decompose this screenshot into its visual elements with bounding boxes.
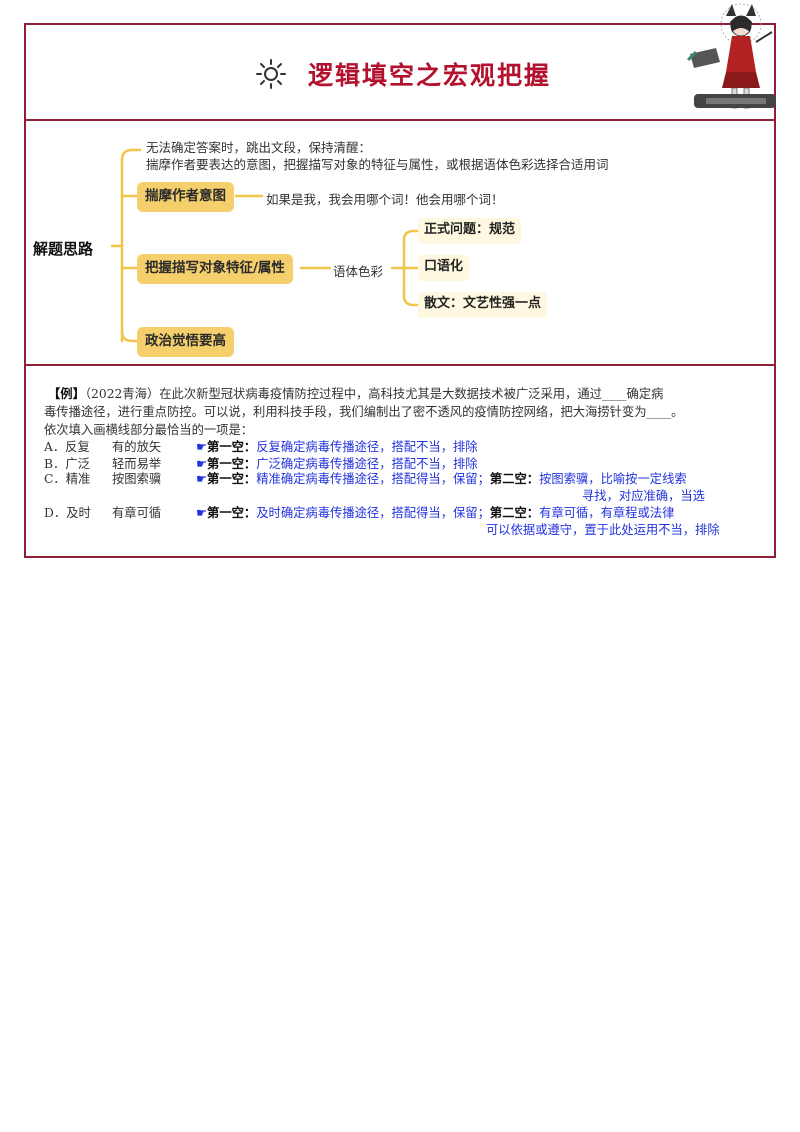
option-a-letter: A．反复 — [44, 440, 90, 454]
option-a-analysis: ☛第一空：反复确定病毒传播途径，搭配不当，排除 — [196, 439, 478, 454]
option-a-word2: 有的放矢 — [112, 440, 162, 454]
mindmap-intro-line2: 揣摩作者要表达的意图，把握描写对象的特征与属性，或根据语体色彩选择合适用词 — [146, 157, 609, 172]
mindmap-intro-line1: 无法确定答案时，跳出文段，保持清醒： — [146, 140, 372, 155]
example-line2: 毒传播途径，进行重点防控。可以说，利用科技手段，我们编制出了密不透风的疫情防控网… — [44, 405, 684, 419]
header-divider — [24, 119, 776, 121]
pointing-hand-icon: ☛ — [196, 440, 208, 454]
page-title: 逻辑填空之宏观把握 — [308, 61, 552, 90]
leaf-formal: 正式问题：规范 — [418, 218, 522, 244]
branch-style-note: 语体色彩 — [333, 264, 384, 279]
page-frame — [24, 23, 776, 558]
option-b-letter: B．广泛 — [44, 457, 90, 471]
option-c-letter: C．精准 — [44, 472, 91, 486]
branch-object-feature: 把握描写对象特征/属性 — [137, 254, 293, 284]
option-d-analysis: ☛第一空：及时确定病毒传播途径，搭配得当，保留；第二空：有章可循，有章程或法律 — [196, 505, 675, 520]
pointing-hand-icon: ☛ — [196, 506, 208, 520]
sun-icon — [256, 59, 286, 89]
branch-author-intent: 揣摩作者意图 — [137, 182, 234, 212]
option-c-analysis: ☛第一空：精准确定病毒传播途径，搭配得当，保留；第二空：按图索骥，比喻按一定线索 — [196, 471, 687, 486]
leaf-prose: 散文：文艺性强一点 — [418, 292, 548, 318]
example-tag: 【例】 — [48, 386, 85, 401]
pointing-hand-icon: ☛ — [196, 457, 208, 471]
branch-political: 政治觉悟要高 — [137, 327, 234, 357]
example-source: （2022青海） — [84, 387, 160, 401]
example-stem-1: 在此次新型冠状病毒疫情防控过程中，高科技尤其是大数据技术被广泛采用，通过____… — [159, 387, 664, 401]
option-d-letter: D．及时 — [44, 506, 91, 520]
example-line1: 【例】（2022青海）在此次新型冠状病毒疫情防控过程中，高科技尤其是大数据技术被… — [48, 384, 663, 402]
leaf-colloquial: 口语化 — [418, 255, 470, 281]
anime-character-illustration — [686, 3, 776, 109]
branch-author-intent-note: 如果是我，我会用哪个词！他会用哪个词！ — [266, 192, 504, 207]
mindmap-connectors — [110, 148, 420, 343]
option-b-word2: 轻而易举 — [112, 457, 162, 471]
example-line3: 依次填入画横线部分最恰当的一项是： — [44, 423, 254, 437]
mindmap-root: 解题思路 — [33, 240, 94, 258]
pointing-hand-icon: ☛ — [196, 472, 208, 486]
option-d-analysis-cont: 可以依据或遵守，置于此处运用不当，排除 — [486, 523, 720, 537]
option-b-analysis: ☛第一空：广泛确定病毒传播途径，搭配不当，排除 — [196, 456, 478, 471]
option-d-word2: 有章可循 — [112, 506, 162, 520]
section-divider — [24, 364, 776, 366]
option-c-analysis-cont: 寻找，对应准确，当选 — [582, 489, 705, 503]
option-c-word2: 按图索骥 — [112, 472, 162, 486]
